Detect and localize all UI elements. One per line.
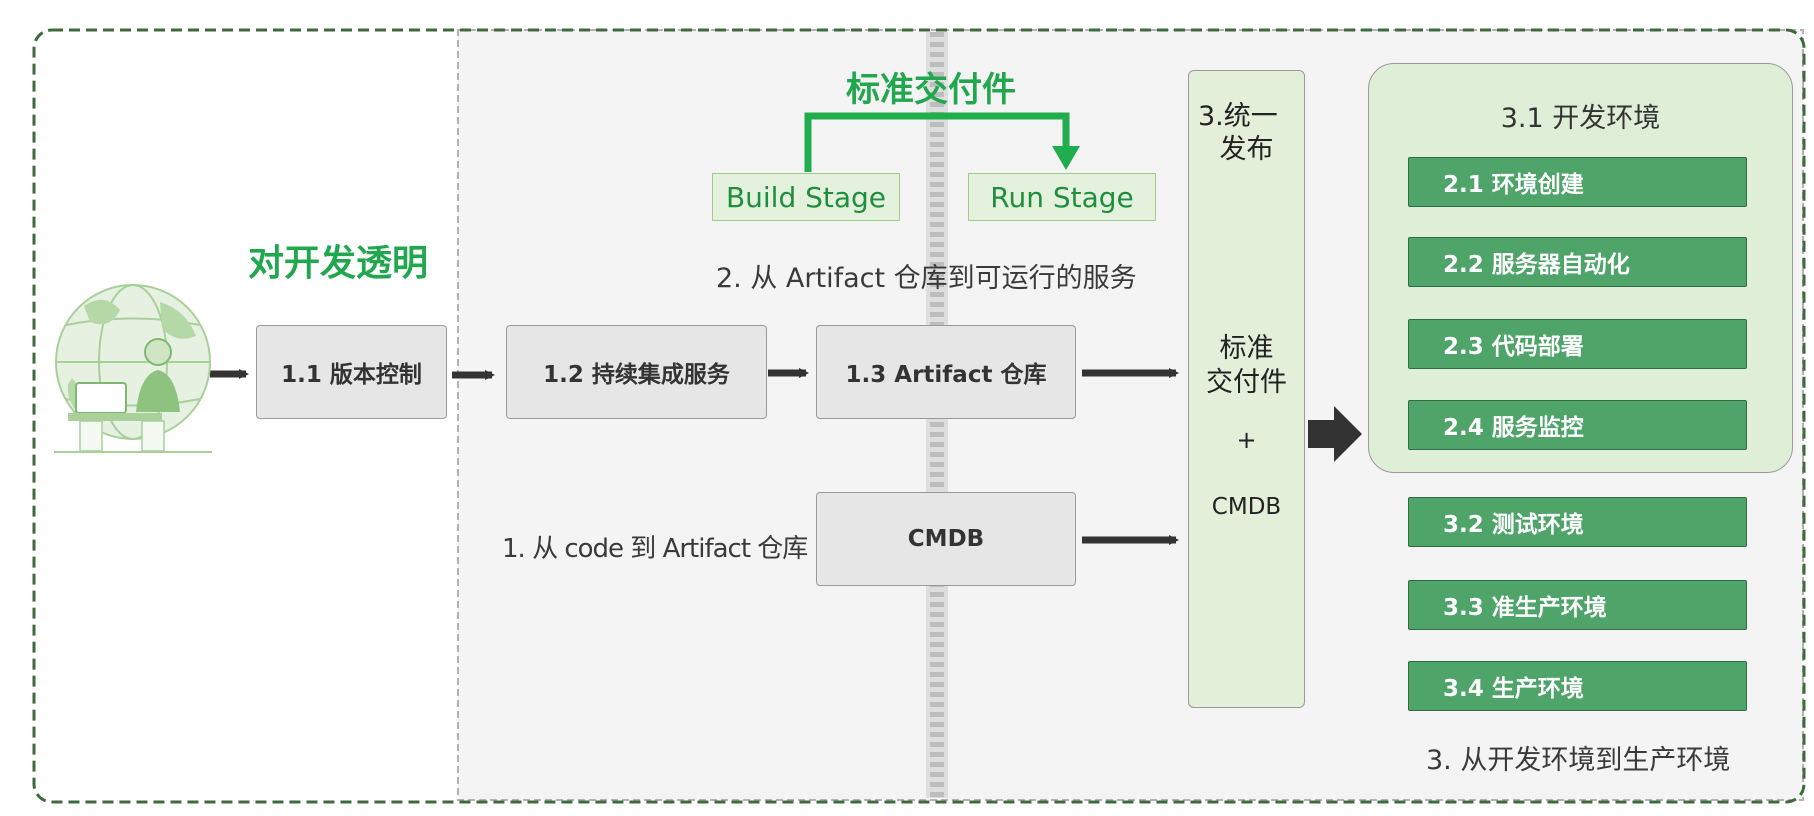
prod-env-item: 3.4 生产环境 (1408, 661, 1747, 711)
release-body-line1: 标准 (1219, 333, 1274, 364)
ci-service-box: 1.2 持续集成服务 (506, 325, 767, 419)
release-title-line2: 发布 (1219, 134, 1274, 165)
arrow-release-to-env (1308, 406, 1362, 462)
server-automation-item: 2.2 服务器自动化 (1408, 237, 1747, 287)
standard-delivery-arrowhead (1052, 146, 1080, 170)
code-deploy-item: 2.3 代码部署 (1408, 319, 1747, 369)
release-title-line1: 3.统一 (1198, 101, 1278, 132)
artifact-repo-box: 1.3 Artifact 仓库 (816, 325, 1076, 419)
service-monitor-item: 2.4 服务监控 (1408, 400, 1747, 450)
standard-delivery-title: 标准交付件 (846, 70, 1016, 110)
outer-dashed-border (32, 28, 1806, 804)
dev-to-prod-caption: 3. 从开发环境到生产环境 (1426, 745, 1731, 776)
release-cmdb-label: CMDB (1211, 494, 1282, 520)
env-creation-item: 2.1 环境创建 (1408, 157, 1747, 207)
release-body-line2: 交付件 (1206, 367, 1287, 398)
globe-developer-icon (54, 284, 212, 453)
code-to-artifact-caption: 1. 从 code 到 Artifact 仓库 (502, 534, 808, 564)
dev-env-title: 3.1 开发环境 (1500, 103, 1661, 134)
preprod-env-item: 3.3 准生产环境 (1408, 580, 1747, 630)
standard-delivery-bracket (804, 112, 1070, 172)
release-plus-sign: + (1236, 426, 1257, 454)
test-env-item: 3.2 测试环境 (1408, 497, 1747, 547)
artifact-to-service-caption: 2. 从 Artifact 仓库到可运行的服务 (716, 263, 1137, 294)
cmdb-box: CMDB (816, 492, 1076, 586)
build-stage-box: Build Stage (712, 173, 900, 221)
transparent-to-dev-title: 对开发透明 (248, 243, 429, 284)
version-control-box: 1.1 版本控制 (256, 325, 447, 419)
unified-release-panel (1188, 70, 1305, 708)
run-stage-box: Run Stage (968, 173, 1156, 221)
